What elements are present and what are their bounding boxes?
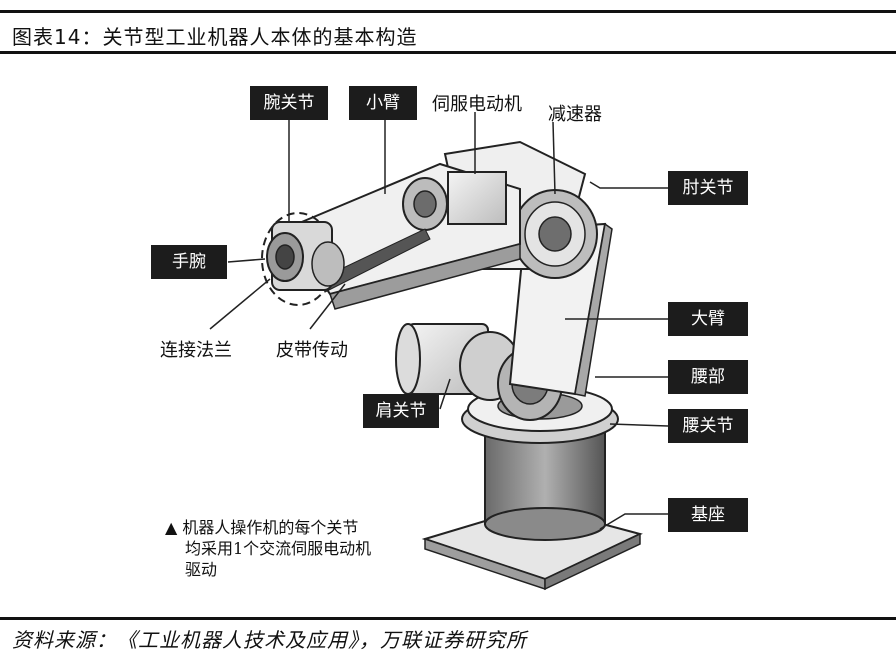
triangle-marker-icon: ▲ [165, 518, 178, 537]
note-line-3: 驱动 [185, 560, 218, 579]
note-text-1: 机器人操作机的每个关节 [182, 518, 359, 537]
note-block: ▲ 机器人操作机的每个关节 均采用1个交流伺服电动机 驱动 [165, 517, 371, 580]
wrist-assembly [261, 212, 345, 306]
source-note: 资料来源：《工业机器人技术及应用》，万联证券研究所 [12, 628, 527, 652]
label-forearm: 小臂 [349, 86, 417, 120]
label-flange: 连接法兰 [160, 340, 232, 361]
leader-lines [209, 112, 669, 530]
title-bar: 图表14：关节型工业机器人本体的基本构造 [0, 10, 896, 54]
label-reducer: 减速器 [548, 104, 602, 125]
label-upper-arm: 大臂 [668, 302, 748, 336]
label-waist: 腰部 [668, 360, 748, 394]
label-waist-joint: 腰关节 [668, 409, 748, 443]
robot-diagram: 腕关节 小臂 肘关节 手腕 大臂 腰部 肩关节 腰关节 基座 伺服电动机 减速器… [0, 54, 896, 616]
note-line-2: 均采用1个交流伺服电动机 [185, 539, 372, 558]
label-base: 基座 [668, 498, 748, 532]
figure-title: 图表14：关节型工业机器人本体的基本构造 [12, 25, 418, 49]
label-wrist-joint: 腕关节 [250, 86, 328, 120]
footer-rule [0, 617, 896, 620]
label-wrist: 手腕 [151, 245, 227, 279]
note-line-1: ▲ 机器人操作机的每个关节 [165, 517, 371, 538]
robot-illustration [209, 112, 669, 591]
label-belt-drive: 皮带传动 [276, 340, 348, 361]
label-servo-motor: 伺服电动机 [432, 94, 522, 115]
label-shoulder-joint: 肩关节 [363, 394, 439, 428]
label-elbow-joint: 肘关节 [668, 171, 748, 205]
